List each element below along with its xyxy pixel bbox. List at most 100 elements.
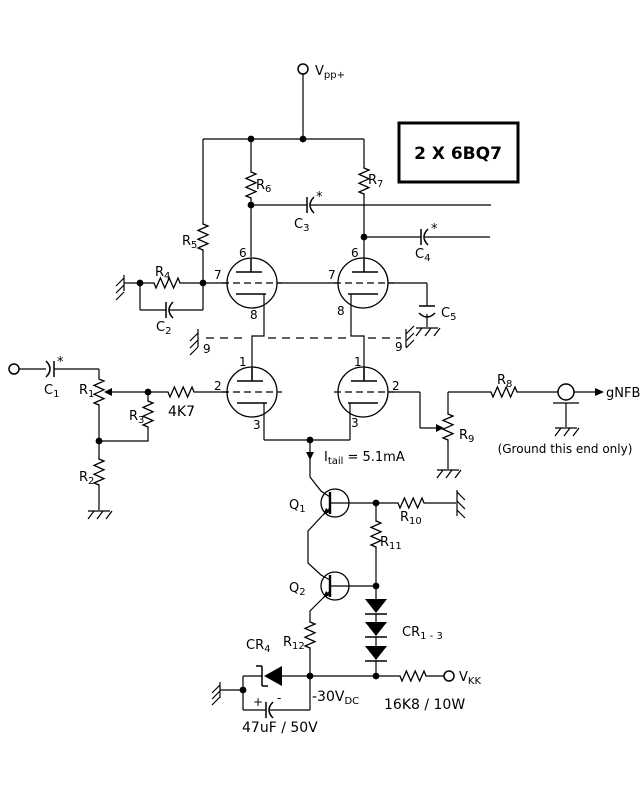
label-neg30: -30VDC <box>312 689 359 707</box>
title-box-label: 2 X 6BQ7 <box>414 144 502 164</box>
capacitor-c5 <box>418 305 436 318</box>
ground-icon-gnfb <box>554 427 580 437</box>
label-r4: R4 <box>155 265 170 282</box>
label-cr4: CR4 <box>246 638 271 655</box>
input-terminal-circle <box>8 363 20 375</box>
ground-icon-r9 <box>436 469 462 479</box>
transistor-q1 <box>320 488 350 518</box>
label-r11: R11 <box>380 535 402 552</box>
r9-wiper-arrow-icon <box>436 424 444 432</box>
q2-emitter-arrow-icon <box>323 591 330 598</box>
tube-upper-left <box>222 257 282 309</box>
label-r10: R10 <box>400 510 422 527</box>
tail-current-arrow-icon <box>306 452 314 460</box>
label-q1: Q1 <box>289 498 306 515</box>
ground-icon-shield-left <box>189 329 199 356</box>
terminal-vpp: Vpp+ <box>297 63 345 81</box>
gnfb-note: (Ground this end only) <box>498 442 633 456</box>
label-q2: Q2 <box>289 581 306 598</box>
c1-curved-plate <box>45 360 51 378</box>
diode-string-cr1-3 <box>365 599 387 662</box>
pin-ul-plate: 6 <box>239 246 247 260</box>
ground-icon-shield-right <box>405 325 415 349</box>
label-r1: R1 <box>79 383 94 400</box>
vkk-terminal-circle <box>443 670 455 682</box>
pin-ur-cathode: 8 <box>337 304 345 318</box>
label-r6: R6 <box>256 178 271 195</box>
capacitor-c2 <box>165 301 174 319</box>
component-labels: R5 R6 R7 R4 C3 C4 C5 C2 C1 R1 R3 R2 4K7 … <box>44 173 512 736</box>
label-c4: C4 <box>415 247 430 264</box>
label-r12: R12 <box>283 635 305 652</box>
title-box: 2 X 6BQ7 <box>397 121 520 184</box>
label-16k8: 16K8 / 10W <box>384 697 465 713</box>
q2-body <box>320 571 350 601</box>
pin-shield-left: 9 <box>203 342 211 356</box>
resistor-r5 <box>197 221 209 253</box>
cr4-zener-bar <box>256 665 268 687</box>
label-tail-current: Itail= 5.1mA <box>324 450 405 467</box>
resistor-r6 <box>245 169 257 201</box>
pin-lr-grid: 2 <box>392 379 400 393</box>
pin-ur-plate: 6 <box>351 246 359 260</box>
label-vkk: VKK <box>459 670 481 687</box>
pin-ll-plate: 1 <box>239 355 247 369</box>
c2-curved-plate <box>168 301 174 319</box>
ground-icon-r4 <box>115 275 125 301</box>
label-r3: R3 <box>129 409 144 426</box>
gnfb-arrow-icon <box>595 388 604 396</box>
label-4k7: 4K7 <box>168 404 195 420</box>
c4-curved-plate <box>423 228 429 246</box>
pin-ll-cathode: 3 <box>253 418 261 432</box>
label-c2: C2 <box>156 320 171 337</box>
resistor-r10 <box>395 497 427 509</box>
tube-ur-plate <box>352 258 378 273</box>
c3-star-mark: * <box>316 190 323 205</box>
pin-lr-plate: 1 <box>354 355 362 369</box>
ground-icon-r2 <box>87 510 113 520</box>
pin-labels: 6 7 8 6 7 8 1 2 3 1 2 3 9 9 <box>203 246 403 432</box>
label-c3: C3 <box>294 217 309 234</box>
electrolytic-minus-mark: - <box>277 691 281 705</box>
label-c1: C1 <box>44 383 59 400</box>
title-box-frame <box>397 121 520 184</box>
tube-lr-plate <box>351 368 377 382</box>
pin-lr-cathode: 3 <box>351 416 359 430</box>
terminal-gnfb: gNFB (Ground this end only) <box>498 383 640 456</box>
transistor-q2 <box>320 571 350 601</box>
resistor-r8 <box>488 386 520 398</box>
tube-ul-plate <box>236 258 262 273</box>
cr1-diode-icon <box>365 599 387 613</box>
vpp-terminal-circle <box>297 63 309 75</box>
c5-curved-plate <box>418 312 436 318</box>
label-gnfb: gNFB <box>606 386 640 401</box>
gnfb-terminal-circle <box>557 383 575 401</box>
resistor-r2 <box>93 456 105 488</box>
resistor-grid-stopper-4k7 <box>165 386 197 398</box>
zener-cr4 <box>256 665 282 687</box>
label-cr1-3: CR1 - 3 <box>402 625 443 642</box>
electrolytic-plus-mark: + <box>253 695 263 709</box>
label-r9: R9 <box>459 428 474 445</box>
ground-icon-c5 <box>415 327 441 337</box>
electrolytic-curved-plate <box>268 701 274 719</box>
terminal-vkk: VKK <box>443 670 481 687</box>
ground-icon-r10 <box>456 490 466 519</box>
q1-emitter-arrow-icon <box>323 508 330 515</box>
cr2-diode-icon <box>365 622 387 636</box>
c1-star-mark: * <box>57 355 64 370</box>
potentiometer-r1 <box>93 376 112 408</box>
resistor-r12 <box>304 619 316 651</box>
label-r8: R8 <box>497 373 512 390</box>
c4-star-mark: * <box>431 222 438 237</box>
tube-lower-left <box>222 366 282 418</box>
pin-shield-right: 9 <box>395 340 403 354</box>
capacitor-c3: * <box>306 190 323 214</box>
pin-ul-grid: 7 <box>214 268 222 282</box>
terminal-input <box>8 363 20 375</box>
r1-wiper-arrow-icon <box>104 388 112 396</box>
capacitor-c1: * <box>45 355 64 378</box>
resistor-16k8 <box>397 670 429 682</box>
